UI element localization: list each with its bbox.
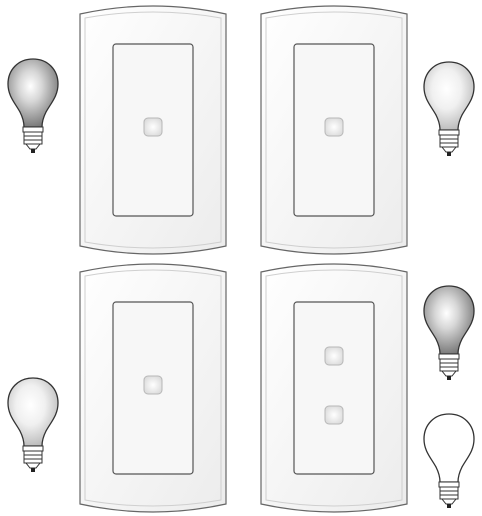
switch-plate-bottom-right xyxy=(260,263,408,513)
light-bulb-icon xyxy=(423,61,475,156)
switch-plate-top-left xyxy=(79,5,227,255)
switch-plate-top-right xyxy=(260,5,408,255)
switch-button[interactable] xyxy=(324,117,344,137)
switch-plate-bottom-left xyxy=(79,263,227,513)
light-bulb-icon xyxy=(7,58,59,153)
switch-button[interactable] xyxy=(143,117,163,137)
switch-button-lower[interactable] xyxy=(324,405,344,425)
light-bulb-icon xyxy=(423,413,475,508)
switch-button-upper[interactable] xyxy=(324,346,344,366)
light-bulb-icon xyxy=(423,285,475,380)
switch-button[interactable] xyxy=(143,375,163,395)
light-bulb-icon xyxy=(7,377,59,472)
